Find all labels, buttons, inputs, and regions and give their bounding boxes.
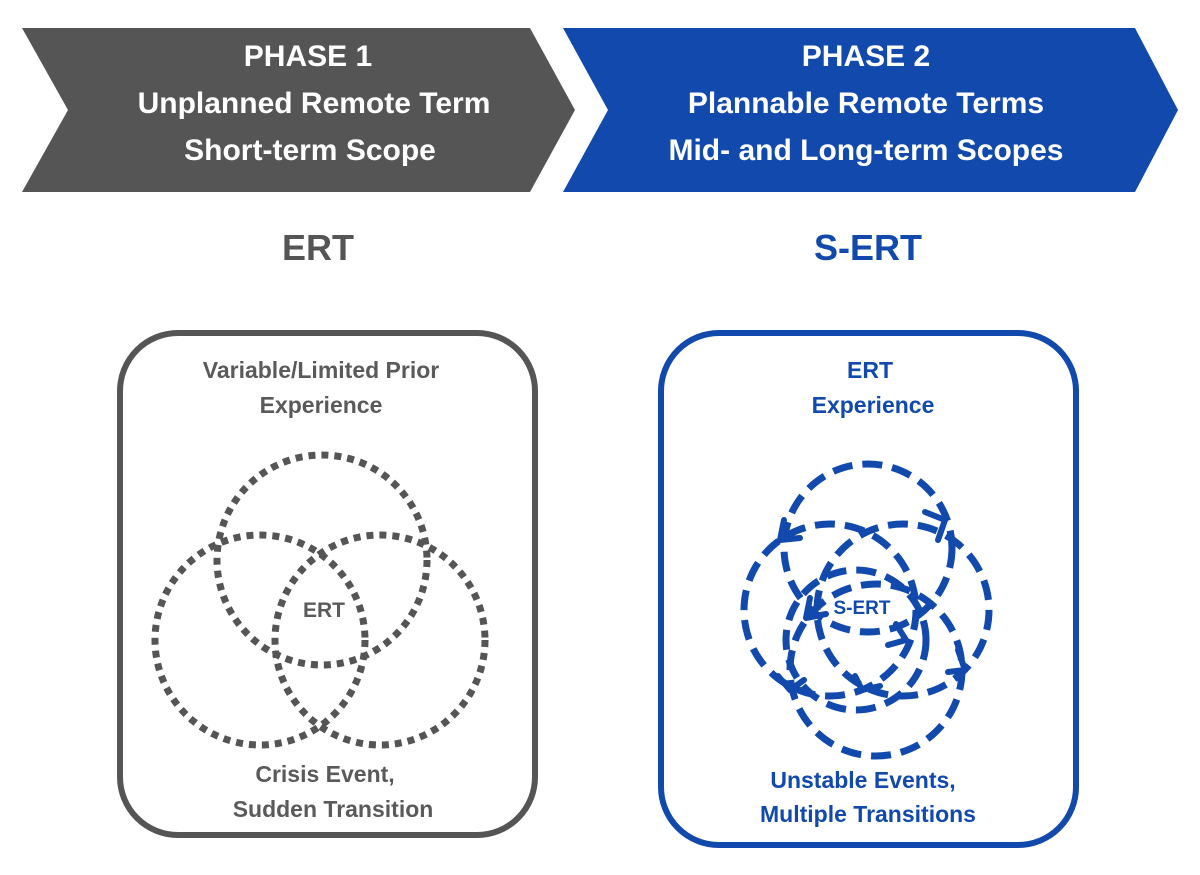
ert-venn-circle-top xyxy=(213,451,431,669)
ert-box-top-line2: Experience xyxy=(260,392,383,418)
phase1-banner: PHASE 1 Unplanned Remote Term Short-term… xyxy=(22,28,575,192)
sert-circle-bottom-left xyxy=(782,566,930,714)
phase1-heading: ERT xyxy=(282,227,354,268)
phase2-chevron xyxy=(563,28,1178,192)
ert-box-top-line1: Variable/Limited Prior xyxy=(203,357,440,383)
phase2-title: Plannable Remote Terms xyxy=(688,87,1044,120)
sert-arrowhead-7 xyxy=(852,673,883,693)
phase1-label: PHASE 1 xyxy=(244,40,372,73)
sert-arrowhead-1 xyxy=(777,517,803,543)
phase2-label: PHASE 2 xyxy=(802,40,930,73)
phase2-banner: PHASE 2 Plannable Remote Terms Mid- and … xyxy=(563,28,1178,192)
sert-arrowhead-3 xyxy=(803,595,829,621)
sert-arrowhead-6 xyxy=(945,647,968,675)
sert-arrowhead-5 xyxy=(775,673,807,693)
sert-venn-center-label: S-ERT xyxy=(834,598,891,619)
sert-box-top-line2: Experience xyxy=(812,392,935,418)
sert-box: ERT Experience S-ERT Unstable Events, Mu… xyxy=(658,330,1079,848)
phase2-scope: Mid- and Long-term Scopes xyxy=(668,134,1063,167)
ert-box-frame xyxy=(117,330,538,838)
sert-arrowhead-4 xyxy=(885,621,909,648)
ert-venn-circle-left xyxy=(151,531,369,749)
sert-box-top-line1: ERT xyxy=(847,357,893,383)
ert-venn xyxy=(151,451,489,749)
sert-box-bottom-line2: Multiple Transitions xyxy=(760,801,976,827)
phase1-scope: Short-term Scope xyxy=(184,134,436,167)
sert-box-frame xyxy=(658,330,1079,848)
sert-arrowhead-2 xyxy=(922,509,948,543)
phase2-heading: S-ERT xyxy=(814,227,922,268)
ert-box: Variable/Limited Prior Experience ERT Cr… xyxy=(117,330,538,838)
ert-venn-center-label: ERT xyxy=(303,599,345,622)
phase1-chevron xyxy=(22,28,575,192)
ert-venn-circle-right xyxy=(271,531,489,749)
sert-arrowheads xyxy=(775,509,968,693)
phase1-title: Unplanned Remote Term xyxy=(138,87,491,120)
sert-circle-top xyxy=(780,460,956,636)
ert-box-bottom-line1: Crisis Event, xyxy=(255,761,394,787)
ert-box-bottom-line2: Sudden Transition xyxy=(233,796,434,822)
sert-box-bottom-line1: Unstable Events, xyxy=(770,767,955,793)
